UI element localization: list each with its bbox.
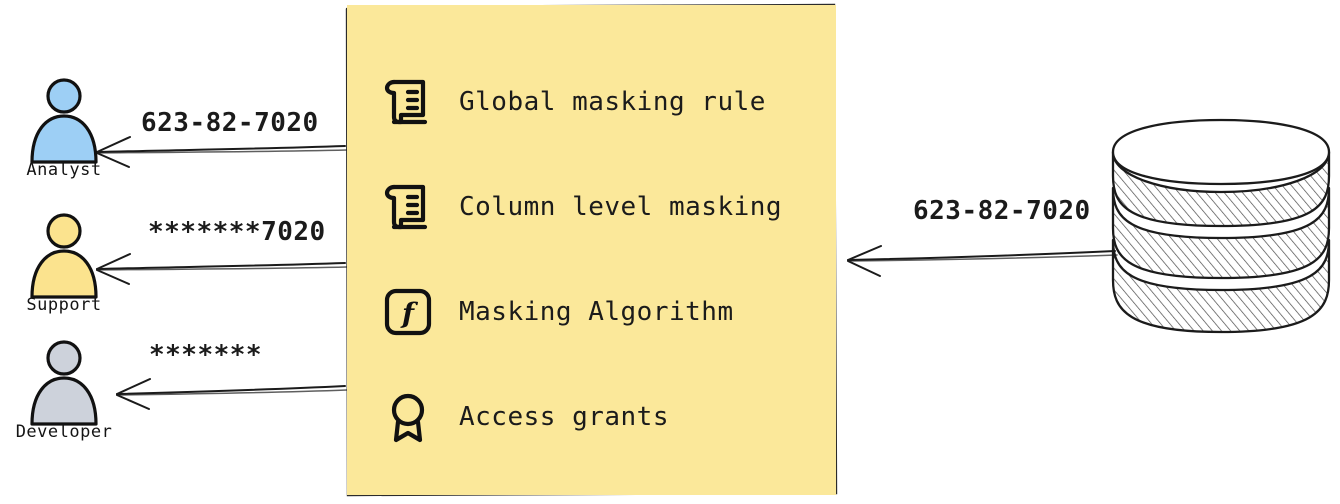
edge-label-analyst: 623-82-7020	[141, 108, 319, 138]
database-icon	[1111, 118, 1331, 334]
actor-developer[interactable]: Developer	[4, 340, 124, 442]
actor-support[interactable]: Support	[4, 213, 124, 315]
policy-item-label: Masking Algorithm	[459, 296, 734, 327]
arrow-to-analyst	[96, 136, 348, 168]
actor-label: Developer	[15, 422, 113, 442]
policy-item-label: Column level masking	[459, 191, 783, 222]
actor-label: Analyst	[26, 160, 102, 180]
scroll-icon	[384, 79, 428, 124]
policy-item-label: Access grants	[459, 401, 669, 432]
policy-item-access-grants[interactable]: Access grants	[381, 364, 836, 469]
scroll-icon	[384, 184, 428, 229]
person-icon	[30, 213, 98, 299]
function-icon: f	[384, 288, 432, 335]
arrow-from-database	[847, 245, 1118, 277]
award-icon	[391, 393, 425, 442]
policy-item-column-level-masking[interactable]: Column level masking	[381, 154, 836, 259]
arrow-to-support	[96, 253, 348, 285]
policy-item-label: Global masking rule	[459, 86, 766, 117]
person-icon	[30, 78, 98, 164]
policy-item-masking-algorithm[interactable]: f Masking Algorithm	[381, 259, 836, 364]
edge-label-support: *******7020	[148, 217, 326, 247]
edge-label-developer: *******	[149, 340, 263, 370]
person-icon	[30, 340, 98, 426]
actor-label: Support	[26, 295, 102, 315]
actor-analyst[interactable]: Analyst	[4, 78, 124, 180]
arrow-to-developer	[116, 378, 348, 410]
policy-item-global-masking-rule[interactable]: Global masking rule	[381, 49, 836, 154]
edge-label-database: 623-82-7020	[913, 196, 1091, 226]
policy-card: Global masking rule Column level masking…	[347, 5, 836, 495]
svg-text:f: f	[400, 297, 419, 330]
policy-item-list: Global masking rule Column level masking…	[347, 5, 836, 495]
